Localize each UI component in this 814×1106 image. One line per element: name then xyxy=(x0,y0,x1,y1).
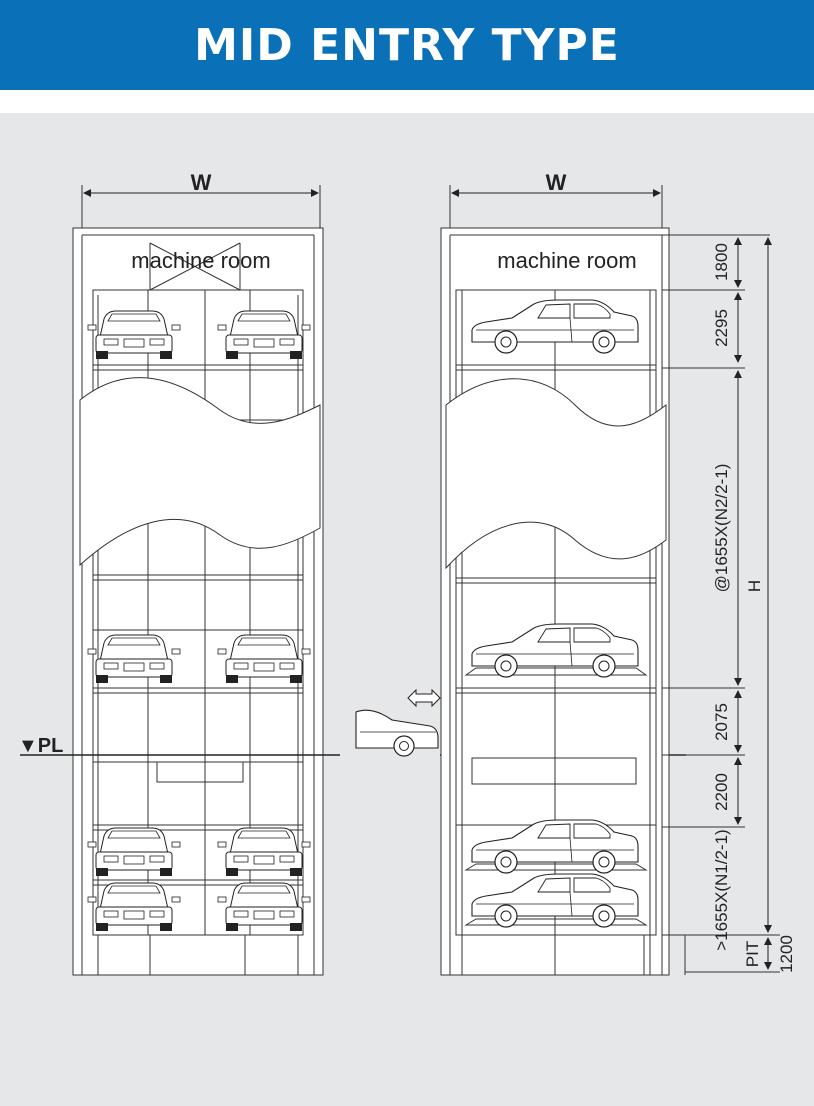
right-machine-room-label: machine room xyxy=(497,248,636,273)
dimension-arrows xyxy=(734,237,772,970)
right-break-wave xyxy=(445,378,667,570)
double-arrow-icon xyxy=(407,688,441,708)
left-width-label: W xyxy=(191,170,212,195)
entry-car xyxy=(355,709,439,757)
dim-pit-label: PIT xyxy=(743,941,762,967)
dim-machine-room: 1800 xyxy=(712,243,731,281)
right-width-label: W xyxy=(546,170,567,195)
dim-lower-levels: >1655X(N1/2-1) xyxy=(712,829,731,950)
header-banner: MID ENTRY TYPE xyxy=(0,0,814,90)
left-machine-room-label: machine room xyxy=(131,248,270,273)
dim-upper-levels: @1655X(N2/2-1) xyxy=(712,464,731,593)
dim-entry-level: 2075 xyxy=(712,703,731,741)
dim-pit-top: 2200 xyxy=(712,773,731,811)
left-break-wave xyxy=(79,377,321,567)
dimension-labels: 1800 2295 @1655X(N2/2-1) 2075 2200 >1655… xyxy=(712,243,796,973)
dim-pit-value: 1200 xyxy=(777,935,796,973)
ground-level-label: ▼PL xyxy=(18,735,63,757)
page-title: MID ENTRY TYPE xyxy=(194,19,620,71)
dim-total-height: H xyxy=(745,580,764,592)
dim-top-level: 2295 xyxy=(712,309,731,347)
